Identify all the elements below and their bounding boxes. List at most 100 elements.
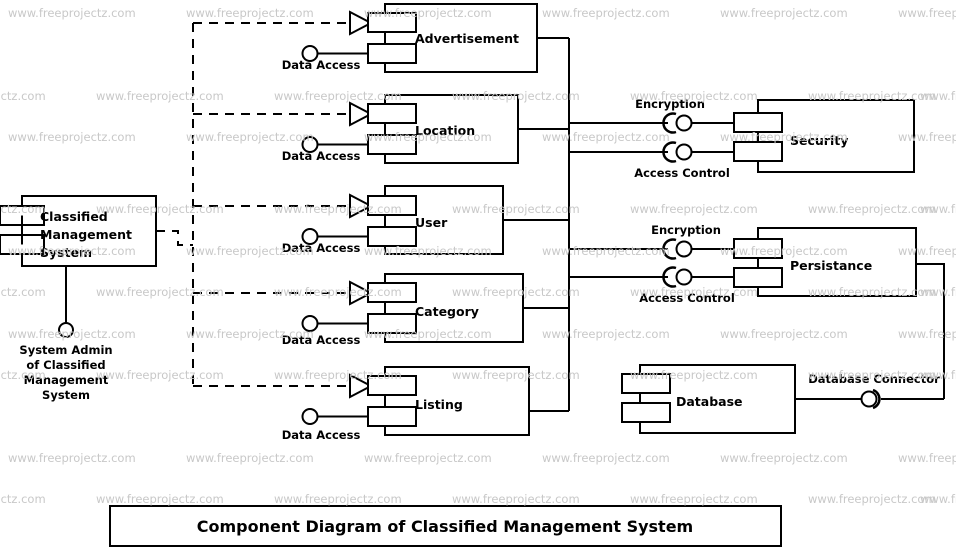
watermark-text: www.freeprojectz.com: [452, 285, 580, 299]
watermark-text: www.freeprojectz.com: [720, 6, 848, 20]
listing-port-upper: [367, 375, 417, 396]
connector-security-access-control[interactable]: Access Control: [569, 141, 734, 181]
database-label: Database: [676, 394, 743, 409]
watermark-text: www.freeprojectz.com: [920, 368, 956, 382]
watermark-text: www.freeprojectz.com: [96, 285, 224, 299]
arrowhead-category-icon: [349, 280, 374, 306]
arrowhead-listing-icon: [349, 373, 374, 399]
component-location[interactable]: Location Data Access: [282, 94, 569, 164]
location-label: Location: [415, 123, 475, 138]
watermark-text: www.freeprojectz.com: [274, 285, 402, 299]
watermark-text: www.freeprojectz.com: [8, 451, 136, 465]
security-encryption-label: Encryption: [635, 97, 705, 111]
watermark-text: www.freeprojectz.com: [808, 285, 936, 299]
watermark-text: www.freeprojectz.com: [630, 285, 758, 299]
watermark-text: www.freeprojectz.com: [364, 451, 492, 465]
database-port-lower: [621, 402, 671, 423]
user-dataaccess-lollipop-icon: [301, 228, 319, 245]
connector-persistance-encryption[interactable]: Encryption: [569, 223, 734, 260]
watermark-text: www.freeprojectz.com: [186, 130, 314, 144]
component-advertisement[interactable]: Advertisement Data Access: [282, 3, 569, 73]
system-label-line-3: System: [40, 245, 92, 260]
persistance-port-lower: [733, 267, 783, 288]
database-port-upper: [621, 373, 671, 394]
watermark-text: www.freeprojectz.com: [452, 89, 580, 103]
persistance-encryption-label: Encryption: [651, 223, 721, 237]
watermark-text: www.freeprojectz.com: [898, 244, 956, 258]
component-listing[interactable]: Listing Data Access: [282, 366, 569, 442]
component-persistance[interactable]: Persistance: [733, 227, 917, 297]
watermark-text: www.freeprojectz.com: [452, 202, 580, 216]
security-label: Security: [790, 133, 848, 148]
component-database[interactable]: Database: [621, 364, 796, 434]
persistance-port-upper: [733, 238, 783, 259]
watermark-text: www.freeprojectz.com: [186, 327, 314, 341]
actor-label-line-1: System Admin: [19, 343, 112, 357]
database-connector-socket-icon: [872, 388, 881, 410]
category-dataaccess-lollipop-icon: [301, 315, 319, 332]
watermark-text: www.freeprojectz.com: [898, 451, 956, 465]
watermark-text: www.freeprojectz.com: [808, 89, 936, 103]
watermark-text: www.freeprojectz.com: [920, 202, 956, 216]
connector-persistance-access-control[interactable]: Access Control: [569, 266, 735, 306]
watermark-text: www.freeprojectz.com: [274, 368, 402, 382]
advertisement-dataaccess-label: Data Access: [282, 58, 361, 72]
arrowhead-user-icon: [349, 193, 374, 219]
watermark-text: www.freeprojectz.com: [364, 6, 492, 20]
component-category[interactable]: Category Data Access: [282, 273, 569, 347]
system-label-line-2: Management: [40, 227, 132, 242]
connector-security-encryption[interactable]: Encryption: [569, 97, 734, 134]
security-port-lower: [733, 141, 783, 162]
component-classified-management-system[interactable]: Classified Management System: [0, 195, 157, 267]
persistance-label: Persistance: [790, 258, 872, 273]
category-port-upper: [367, 282, 417, 303]
watermark-text: www.freeprojectz.com: [630, 492, 758, 506]
security-encryption-socket-icon: [662, 112, 677, 134]
watermark-text: www.freeprojectz.com: [808, 202, 936, 216]
location-dataaccess-lollipop-icon: [301, 136, 319, 153]
watermark-text: www.freeprojectz.com: [452, 492, 580, 506]
watermark-text: www.freeprojectz.com: [186, 6, 314, 20]
persistance-database-route: [916, 263, 945, 399]
component-security[interactable]: Security: [733, 99, 915, 173]
watermark-text: www.freeprojectz.com: [274, 492, 402, 506]
watermark-text: www.freeprojectz.com: [452, 368, 580, 382]
watermark-text: www.freeprojectz.com: [898, 327, 956, 341]
watermark-text: www.freeprojectz.com: [630, 368, 758, 382]
watermark-text: www.freeprojectz.com: [8, 130, 136, 144]
watermark-text: www.freeprojectz.com: [630, 89, 758, 103]
watermark-text: www.freeprojectz.com: [96, 89, 224, 103]
component-user[interactable]: User Data Access: [282, 185, 569, 255]
watermark-text: www.freeprojectz.com: [96, 368, 224, 382]
connector-database[interactable]: Database Connector: [795, 372, 944, 410]
watermark-text: www.freeprojectz.com: [920, 89, 956, 103]
watermark-text: www.freeprojectz.com: [808, 368, 936, 382]
watermark-text: www.freeprojectz.com: [542, 451, 670, 465]
actor-label-line-4: System: [42, 388, 90, 402]
location-port-upper: [367, 103, 417, 124]
database-connector-label: Database Connector: [808, 372, 940, 386]
watermark-text: www.freeprojectz.com: [96, 492, 224, 506]
actor-system-admin[interactable]: System Admin of Classified Management Sy…: [19, 266, 113, 402]
database-connector-lollipop-icon: [860, 390, 878, 408]
user-port-upper: [367, 195, 417, 216]
watermark-text: www.freeprojectz.com: [364, 244, 492, 258]
watermark-text: www.freeprojectz.com: [808, 492, 936, 506]
listing-dataaccess-lollipop-icon: [301, 408, 319, 425]
category-label: Category: [415, 304, 479, 319]
arrowhead-location-icon: [349, 101, 374, 127]
watermark-text: www.freeprojectz.com: [720, 130, 848, 144]
watermark-text: www.freeprojectz.com: [186, 451, 314, 465]
dependency-dashed-bus: [156, 22, 350, 387]
watermark-text: www.freeprojectz.com: [920, 285, 956, 299]
watermark-text: www.freeprojectz.com: [898, 130, 956, 144]
watermark-text: www.freeprojectz.com: [0, 368, 46, 382]
watermark-text: www.freeprojectz.com: [898, 6, 956, 20]
watermark-text: www.freeprojectz.com: [542, 244, 670, 258]
user-dataaccess-label: Data Access: [282, 241, 361, 255]
watermark-text: www.freeprojectz.com: [720, 244, 848, 258]
actor-lollipop-icon: [58, 322, 74, 338]
user-label: User: [415, 215, 448, 230]
